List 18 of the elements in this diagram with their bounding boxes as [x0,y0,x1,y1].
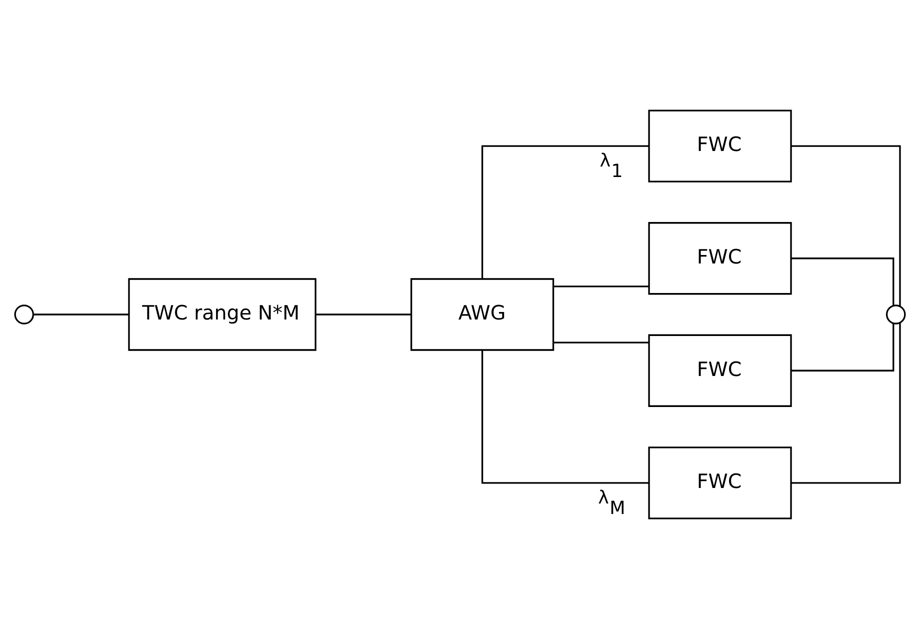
node-box: FWC [648,109,792,182]
connector [481,144,649,278]
connector [791,322,901,484]
connector [554,285,649,287]
node-circle [886,304,906,324]
connector [316,313,411,315]
connector [791,257,894,306]
node-box: FWC [648,334,792,406]
connector [791,144,901,306]
node-box: FWC [648,446,792,519]
connector [34,313,129,315]
connector [554,341,649,343]
node-circle [14,304,34,324]
connector [481,350,649,484]
node-box: TWC range N*M [128,278,316,350]
node-box: FWC [648,222,792,294]
connector [791,322,894,371]
node-box: AWG [410,278,554,350]
